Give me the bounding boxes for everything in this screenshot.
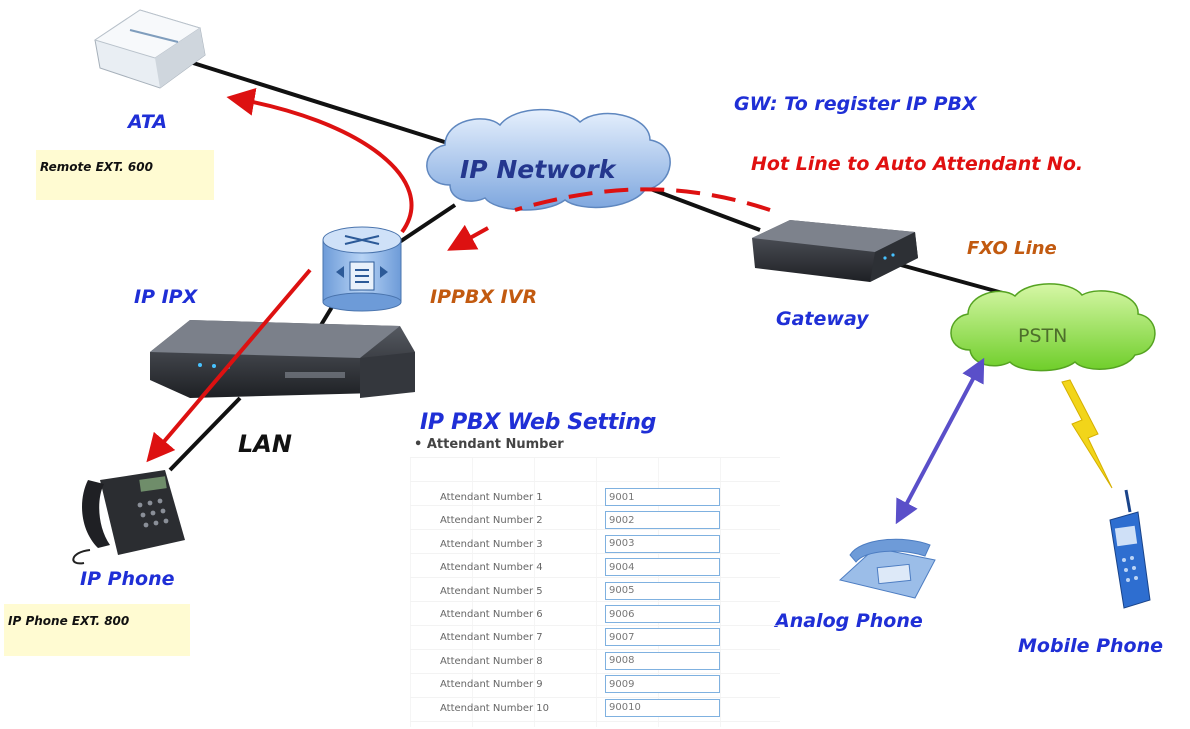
attendant-row: Attendant Number 6 <box>410 605 780 627</box>
ip-phone-device-icon <box>72 470 185 565</box>
attendant-number-heading-text: Attendant Number <box>426 437 564 452</box>
link-ata-network <box>189 60 471 152</box>
link-gateway-pstn <box>889 260 1011 297</box>
attendant-row: Attendant Number 8 <box>410 651 780 674</box>
note-remote-ext: Remote EXT. 600 <box>36 150 214 200</box>
ip-pbx-device-icon <box>150 320 415 398</box>
analog-pstn-double-arrow <box>895 357 985 525</box>
attendant-row: Attendant Number 10 <box>410 698 780 721</box>
label-mobile-phone: Mobile Phone <box>1018 635 1163 657</box>
network-links <box>168 60 1011 472</box>
label-fxo-line: FXO Line <box>967 238 1057 259</box>
label-gw-register: GW: To register IP PBX <box>734 93 978 115</box>
label-pstn: PSTN <box>1018 325 1067 347</box>
pstn-cloud-icon <box>950 283 1156 372</box>
attendant-row: Attendant Number 4 <box>410 558 780 580</box>
attendant-row: Attendant Number 5 <box>410 581 780 604</box>
gateway-device-icon <box>752 220 918 282</box>
attendant-row: Attendant Number 1 <box>410 488 780 510</box>
web-setting-title: IP PBX Web Setting <box>420 410 657 435</box>
analog-phone-device-icon <box>838 538 936 599</box>
attendant-number-input[interactable] <box>605 558 720 577</box>
wireless-lightning-icon <box>1061 379 1113 489</box>
link-device-phone <box>168 396 242 472</box>
label-ip-ipx: IP IPX <box>134 286 199 308</box>
label-lan: LAN <box>238 430 292 458</box>
attendant-number-input[interactable] <box>605 698 720 717</box>
attendant-number-input[interactable] <box>605 675 720 694</box>
ivr-router-icon <box>322 226 402 312</box>
link-network-ippbx <box>393 203 457 247</box>
label-analog-phone: Analog Phone <box>773 610 923 632</box>
label-ip-network: IP Network <box>460 155 617 184</box>
attendant-row-label: Attendant Number 10 <box>440 702 549 714</box>
attendant-number-panel: • Attendant Number Attendant Number 1 Att… <box>410 433 780 729</box>
attendant-number-heading: • Attendant Number <box>414 437 564 452</box>
flow-ivr-to-ata-arrow <box>226 88 414 234</box>
attendant-row: Attendant Number 9 <box>410 675 780 697</box>
label-gateway: Gateway <box>776 308 870 330</box>
bullet-icon: • <box>414 437 427 452</box>
attendant-row-label: Attendant Number 9 <box>440 679 543 691</box>
link-network-gateway <box>639 183 761 232</box>
attendant-row-label: Attendant Number 4 <box>440 562 543 574</box>
label-ata: ATA <box>126 111 167 133</box>
attendant-row-label: Attendant Number 3 <box>440 538 543 550</box>
attendant-row-label: Attendant Number 6 <box>440 609 543 620</box>
attendant-row-label: Attendant Number 2 <box>440 515 543 527</box>
attendant-row-label: Attendant Number 7 <box>440 632 543 644</box>
attendant-number-input[interactable] <box>605 605 720 623</box>
attendant-number-input[interactable] <box>605 581 720 600</box>
mobile-phone-device-icon <box>1109 489 1151 609</box>
label-ip-phone: IP Phone <box>80 568 175 590</box>
attendant-number-input[interactable] <box>605 651 720 670</box>
label-ippbx-ivr: IPPBX IVR <box>430 286 537 308</box>
hot-line-dashed-arrow <box>514 187 771 212</box>
attendant-row-label: Attendant Number 5 <box>440 585 543 597</box>
attendant-number-input[interactable] <box>605 488 720 506</box>
attendant-row: Attendant Number 7 <box>410 628 780 650</box>
attendant-row: Attendant Number 2 <box>410 511 780 533</box>
attendant-number-input[interactable] <box>605 628 720 647</box>
ata-device-icon <box>93 9 206 89</box>
attendant-number-input[interactable] <box>605 534 720 553</box>
attendant-number-input[interactable] <box>605 511 720 530</box>
call-flow-arrows <box>146 88 771 463</box>
label-hot-line: Hot Line to Auto Attendant No. <box>751 153 1083 175</box>
attendant-row-label: Attendant Number 8 <box>440 655 543 667</box>
attendant-row: Attendant Number 3 <box>410 534 780 557</box>
flow-network-to-ivr-arrow <box>447 224 489 251</box>
attendant-row-label: Attendant Number 1 <box>440 492 543 503</box>
note-ip-phone-ext: IP Phone EXT. 800 <box>4 604 190 656</box>
flow-ivr-to-ipphone-arrow <box>146 268 312 463</box>
